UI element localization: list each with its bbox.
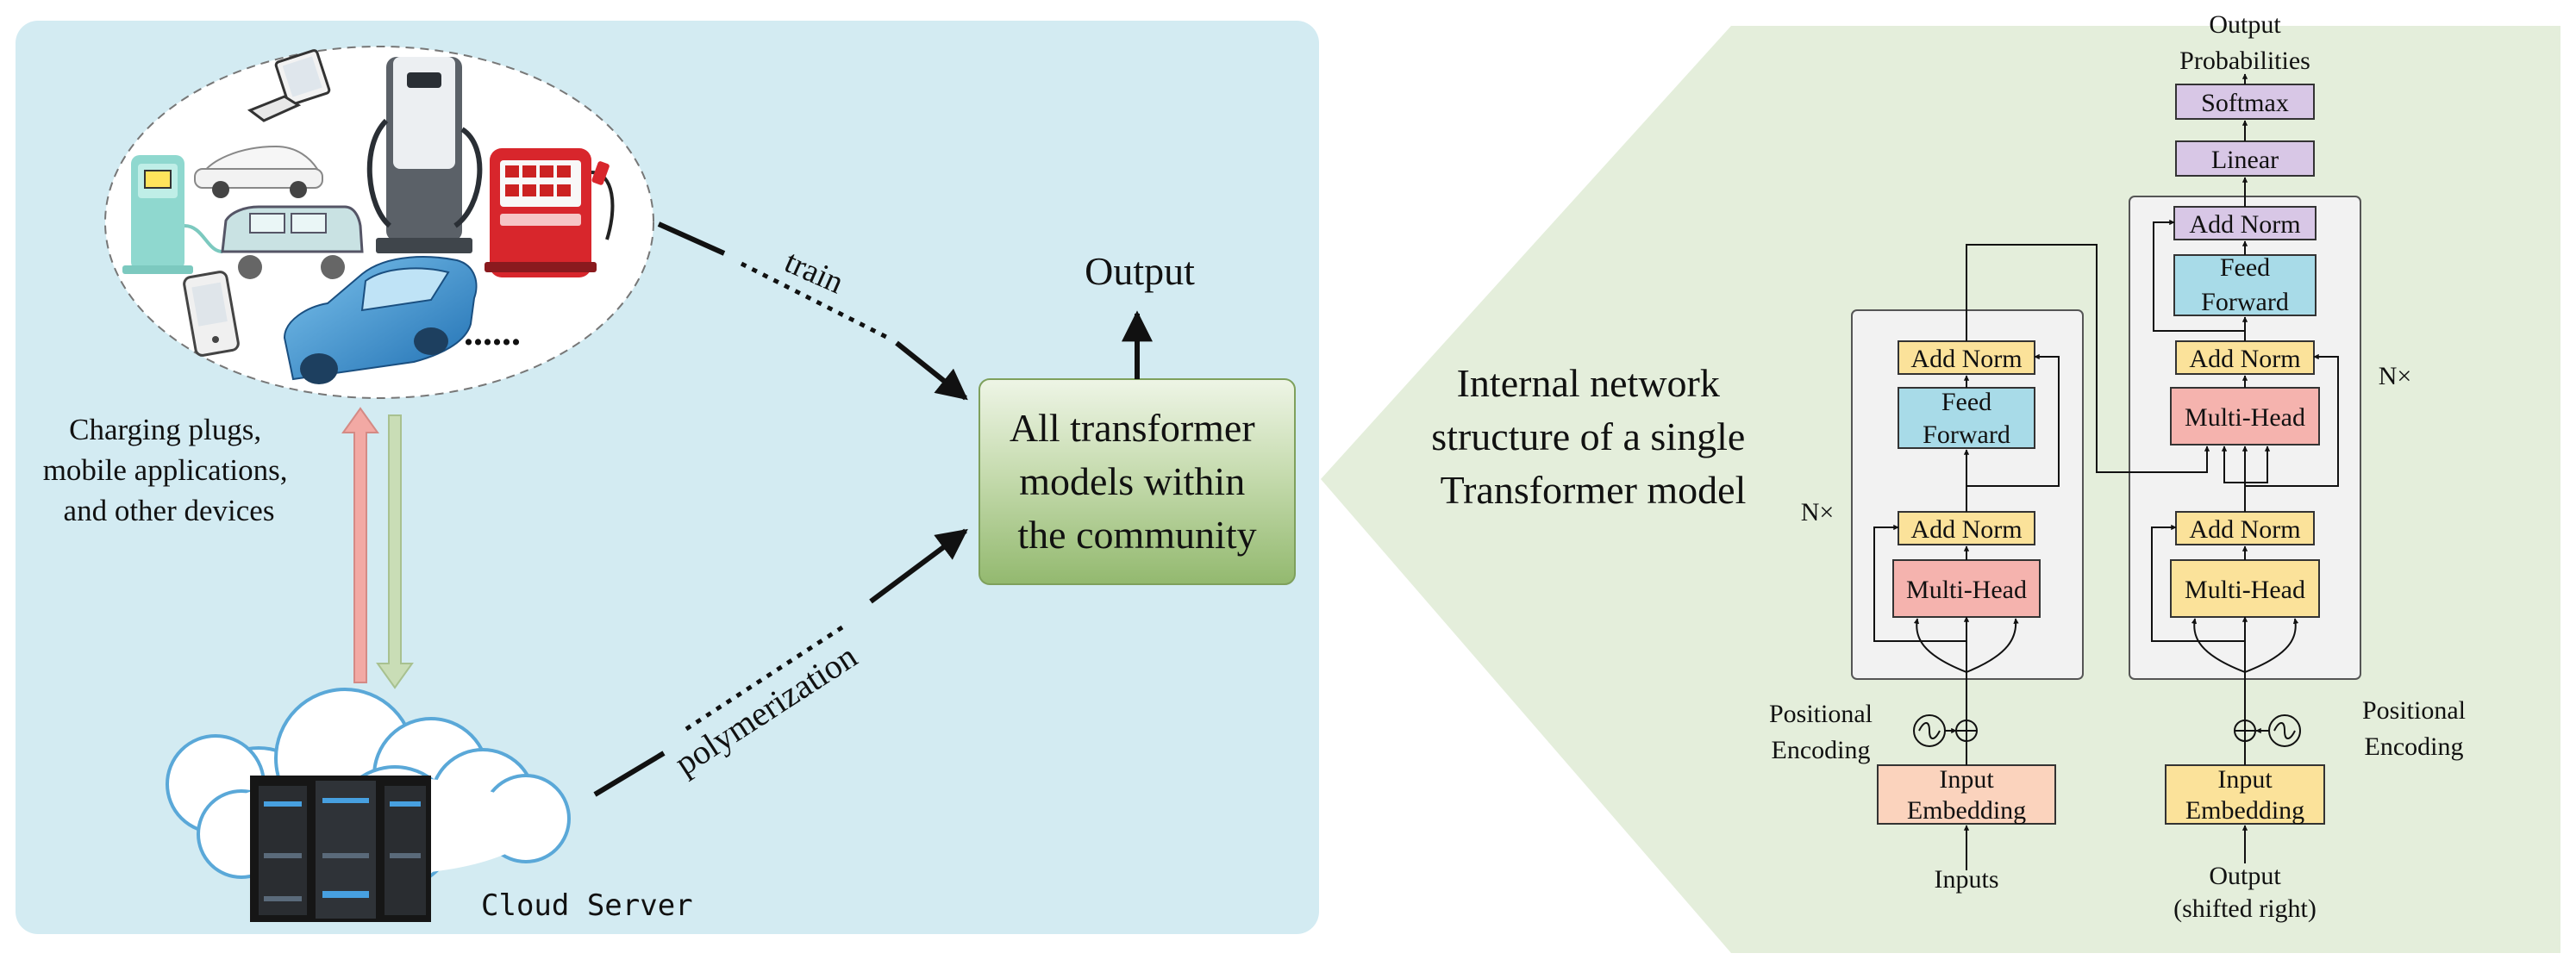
encoder-multi-head	[1892, 559, 2041, 618]
description-line-2: structure of a single	[1431, 414, 1745, 458]
encoder-multi-head-label: Multi-Head	[1906, 576, 2027, 604]
decoder-embedding-line-1: Input	[2217, 765, 2273, 794]
cloud-server-label: Cloud Server	[481, 888, 693, 923]
decoder-multi-head-bottom-label: Multi-Head	[2185, 576, 2305, 604]
decoder-output-line-2: (shifted right)	[2173, 894, 2317, 923]
softmax-layer	[2175, 84, 2315, 120]
encoder-feed-forward-line-2: Forward	[1923, 421, 2010, 449]
decoder-multi-head-top-label: Multi-Head	[2185, 403, 2305, 432]
encoder-add-norm-bottom-label: Add Norm	[1910, 515, 2022, 544]
community-line-1: All transformer	[1010, 406, 1255, 450]
decoder-add-norm-mid-label: Add Norm	[2189, 345, 2300, 373]
decoder-feed-forward-line-1: Feed	[2220, 253, 2270, 282]
decoder-embedding-line-2: Embedding	[2185, 796, 2304, 825]
output-probabilities-line-1: Output	[2209, 10, 2281, 39]
encoder-feed-forward-line-1: Feed	[1941, 388, 1991, 416]
softmax-label: Softmax	[2201, 89, 2289, 117]
encoder-embedding-line-1: Input	[1939, 765, 1994, 794]
decoder-positional-line-1: Positional	[2362, 696, 2466, 725]
decoder-add-norm-top-label: Add Norm	[2189, 210, 2300, 239]
devices-caption-line-3: and other devices	[64, 494, 275, 527]
decoder-repeat-label: N×	[2379, 362, 2412, 390]
mobile-phone-icon	[183, 271, 240, 357]
decoder-positional-line-2: Encoding	[2365, 732, 2464, 761]
devices-caption-line-2: mobile applications,	[43, 453, 288, 487]
devices-cluster	[104, 46, 654, 399]
output-probabilities-line-2: Probabilities	[2179, 47, 2310, 75]
minivan-icon	[221, 205, 364, 279]
devices-caption-line-1: Charging plugs,	[69, 413, 261, 446]
description-line-3: Transformer model	[1441, 468, 1747, 512]
train-arrow	[657, 221, 968, 401]
encoder-add-norm-top-label: Add Norm	[1910, 345, 2022, 373]
ev-charger-icon	[366, 57, 483, 253]
polymerization-arrow	[593, 528, 968, 797]
community-line-3: the community	[1017, 513, 1256, 557]
decoder-multi-head-top	[2170, 387, 2320, 446]
transformer-connectors	[1873, 73, 2339, 870]
fuel-pump-icon	[485, 148, 615, 277]
decoder-input-embedding	[2165, 764, 2325, 825]
server-rack-icon	[250, 776, 431, 922]
blue-car-icon	[283, 256, 478, 384]
encoder-input-embedding	[1877, 764, 2056, 825]
decoder-feed-forward-line-2: Forward	[2201, 288, 2289, 316]
transformer-description: Internal network structure of a single T…	[1431, 361, 1755, 512]
devices-caption: Charging plugs, mobile applications, and…	[43, 413, 296, 527]
linear-label: Linear	[2211, 146, 2279, 174]
download-arrow	[376, 414, 414, 689]
encoder-repeat-label: N×	[1801, 498, 1835, 526]
description-line-1: Internal network	[1457, 361, 1720, 405]
encoder-add-norm-bottom	[1898, 511, 2035, 545]
devices-ellipsis: ......	[464, 311, 521, 353]
encoder-positional-line-1: Positional	[1769, 700, 1873, 728]
output-label: Output	[1085, 249, 1195, 293]
community-models-label: All transformer models within the commun…	[1010, 406, 1265, 557]
decoder-feed-forward	[2173, 254, 2317, 316]
decoder-add-norm-bottom	[2175, 511, 2315, 545]
decoder-add-norm-bottom-label: Add Norm	[2189, 515, 2300, 544]
computer-icon	[247, 49, 331, 122]
sedan-car-icon	[194, 145, 323, 198]
upload-arrow	[341, 407, 379, 683]
community-line-2: models within	[1019, 459, 1245, 503]
charging-pole-icon	[122, 155, 223, 274]
encoder-embedding-line-2: Embedding	[1907, 796, 2026, 825]
decoder-output-line-1: Output	[2209, 862, 2281, 890]
encoder-positional-line-2: Encoding	[1772, 736, 1871, 764]
